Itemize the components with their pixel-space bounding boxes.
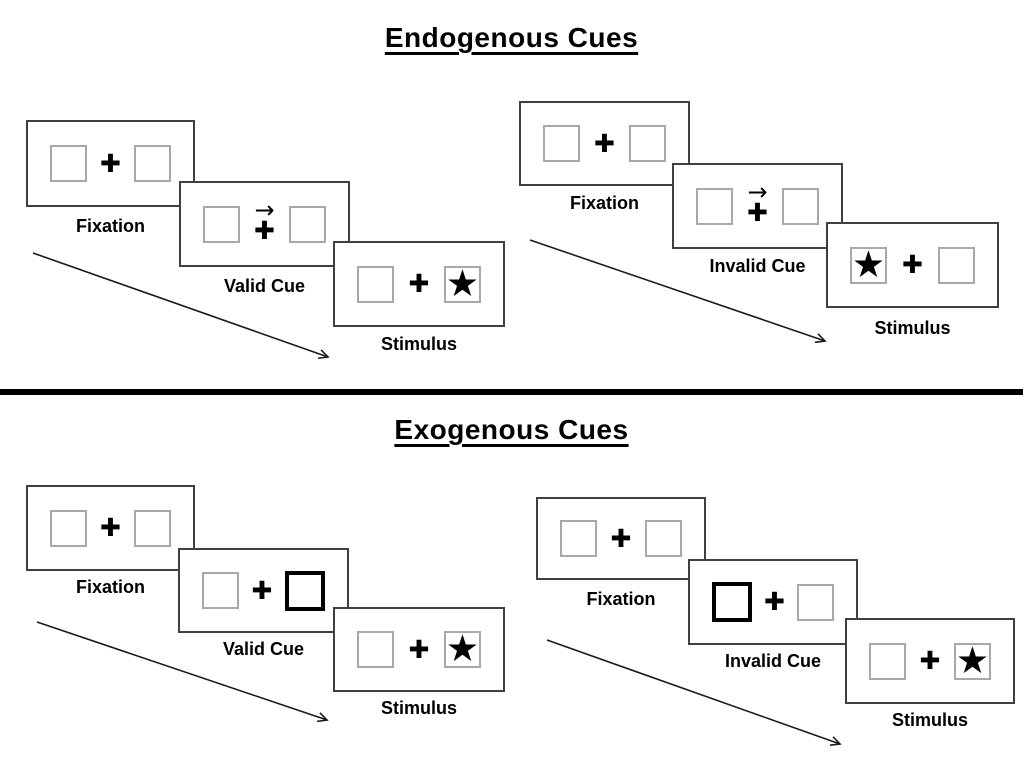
fixation-cross-icon: ✚ — [610, 523, 632, 553]
placeholder-box-left — [560, 520, 597, 557]
placeholder-box-left — [696, 187, 733, 225]
target-box-left: ★ — [850, 242, 887, 286]
frame-label-invalid-cue: Invalid Cue — [724, 651, 822, 671]
exogenous-cue-box-left — [712, 582, 752, 622]
frame-card-fixation: ✚ — [536, 497, 706, 580]
frame-card-fixation: ✚ — [26, 485, 195, 571]
exogenous-cue-box-right — [284, 570, 325, 611]
frame-card-stimulus: ✚ ★ — [333, 241, 505, 327]
timeline-arrow-endogenous-invalid — [529, 239, 825, 341]
frame-label-fixation: Fixation — [586, 589, 656, 609]
frame-card-invalid-cue: → ✚ — [672, 163, 843, 249]
star-target-icon: ★ — [445, 627, 480, 670]
placeholder-box-left — [50, 145, 87, 182]
placeholder-box-right — [133, 509, 171, 547]
frame-card-fixation: ✚ — [26, 120, 195, 207]
fixation-cross-icon: ✚ — [254, 216, 275, 245]
fixation-cross-icon: ✚ — [902, 250, 923, 279]
frame-card-fixation: ✚ — [519, 101, 690, 186]
fixation-cross-icon: ✚ — [100, 148, 121, 178]
star-target-icon: ★ — [851, 242, 886, 286]
placeholder-box-right — [288, 205, 326, 243]
target-box-right: ★ — [443, 627, 481, 670]
fixation-cross-icon: ✚ — [594, 128, 615, 158]
frame-card-stimulus: ✚ ★ — [845, 618, 1015, 704]
fixation-cross-icon: ✚ — [919, 646, 941, 675]
frame-label-fixation: Fixation — [569, 193, 639, 213]
frame-card-valid-cue: ✚ — [178, 548, 349, 633]
section-title-endogenous: Endogenous Cues — [384, 22, 639, 53]
target-box-right: ★ — [443, 261, 481, 305]
placeholder-box-left — [357, 265, 394, 303]
placeholder-box-left — [50, 509, 87, 547]
star-target-icon: ★ — [445, 261, 480, 305]
timeline-arrow-exogenous-valid — [36, 621, 327, 720]
target-box-right: ★ — [953, 638, 991, 682]
section-title-exogenous: Exogenous Cues — [394, 414, 629, 445]
frame-label-stimulus: Stimulus — [874, 318, 951, 338]
fixation-cross-icon: ✚ — [764, 587, 785, 616]
placeholder-box-left — [203, 205, 240, 243]
placeholder-box-right — [937, 246, 975, 284]
fixation-cross-icon: ✚ — [251, 575, 273, 605]
frame-label-stimulus: Stimulus — [380, 698, 457, 718]
placeholder-box-right — [133, 145, 171, 182]
placeholder-box-right — [644, 520, 682, 557]
frame-label-fixation: Fixation — [75, 577, 145, 597]
frame-label-invalid-cue: Invalid Cue — [709, 256, 806, 276]
fixation-cross-icon: ✚ — [747, 198, 768, 227]
frame-card-stimulus: ✚ ★ — [333, 607, 505, 692]
frame-label-valid-cue: Valid Cue — [222, 639, 305, 659]
placeholder-box-right — [781, 187, 819, 225]
placeholder-box-left — [869, 642, 906, 680]
frame-label-stimulus: Stimulus — [380, 334, 457, 354]
placeholder-box-left — [202, 572, 239, 609]
placeholder-box-left — [543, 125, 580, 162]
arrow-cue-right-icon: → — [747, 178, 768, 206]
star-target-icon: ★ — [955, 638, 990, 682]
placeholder-box-right — [796, 583, 834, 621]
frame-card-valid-cue: → ✚ — [179, 181, 350, 267]
frame-label-fixation: Fixation — [75, 216, 145, 236]
frame-card-invalid-cue: ✚ — [688, 559, 858, 645]
timeline-arrow-endogenous-valid — [32, 252, 328, 357]
frame-label-stimulus: Stimulus — [891, 710, 968, 730]
section-divider — [0, 389, 1023, 395]
frame-label-valid-cue: Valid Cue — [223, 276, 306, 296]
arrow-cue-right-icon: → — [254, 196, 275, 224]
placeholder-box-right — [628, 125, 666, 162]
placeholder-box-left — [357, 631, 394, 668]
fixation-cross-icon: ✚ — [408, 634, 430, 664]
fixation-cross-icon: ✚ — [100, 513, 121, 542]
fixation-cross-icon: ✚ — [408, 269, 430, 298]
timeline-arrow-exogenous-invalid — [546, 639, 840, 744]
frame-card-stimulus: ★ ✚ — [826, 222, 999, 308]
